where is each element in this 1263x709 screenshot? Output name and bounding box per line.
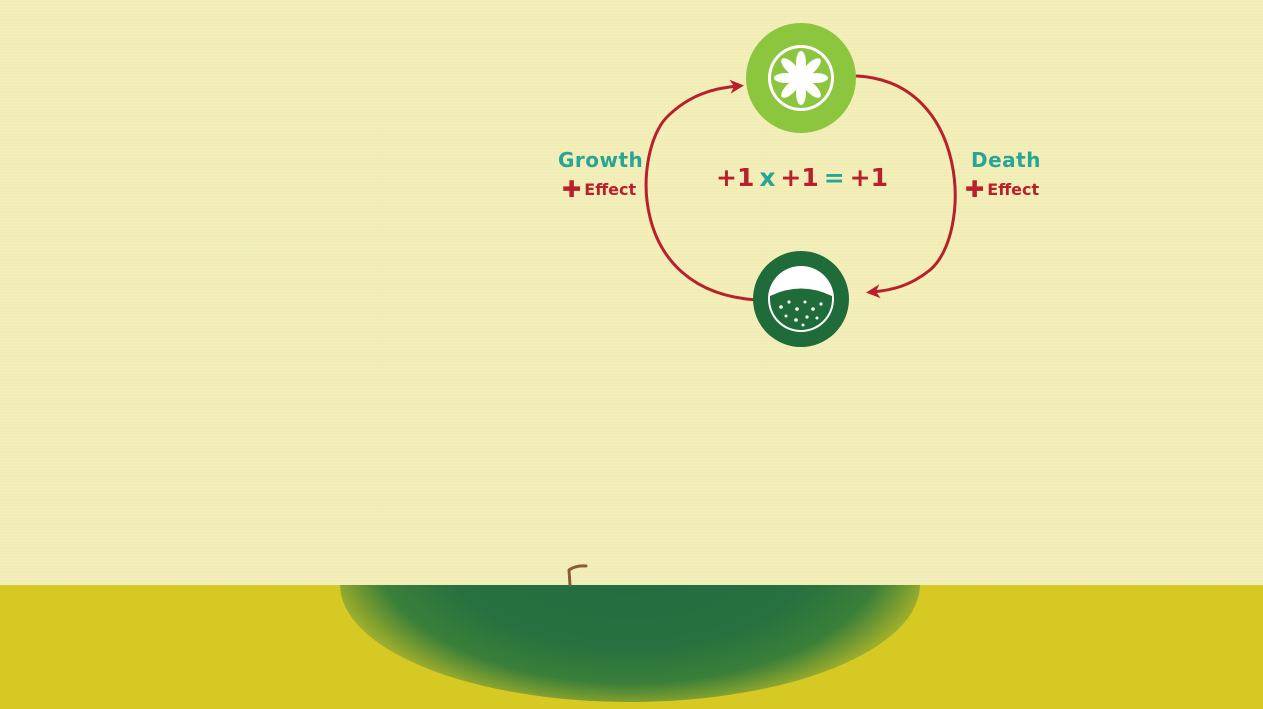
- death-effect-label: ✚ Effect: [965, 176, 1040, 203]
- equation: +1 x +1 = +1: [716, 160, 888, 194]
- soil-bowl-icon: [753, 251, 849, 347]
- growth-effect-label: ✚ Effect: [562, 176, 637, 203]
- plus-icon: ✚: [965, 176, 985, 203]
- growth-label: Growth: [558, 148, 644, 172]
- equation-term-2: +1: [780, 162, 819, 192]
- equation-operator: x: [759, 162, 776, 192]
- equation-equals: =: [823, 162, 845, 192]
- growth-arrow: [644, 79, 759, 302]
- growth-effect-text: Effect: [584, 180, 637, 199]
- equation-term-1: +1: [716, 162, 755, 192]
- death-label: Death: [971, 148, 1041, 172]
- sprout-icon: [567, 564, 588, 587]
- equation-result: +1: [849, 162, 888, 192]
- death-effect-text: Effect: [987, 180, 1040, 199]
- plus-icon: ✚: [562, 176, 582, 203]
- death-arrow: [855, 74, 957, 299]
- lime-slice-icon: [746, 23, 856, 133]
- ground: [0, 585, 1263, 709]
